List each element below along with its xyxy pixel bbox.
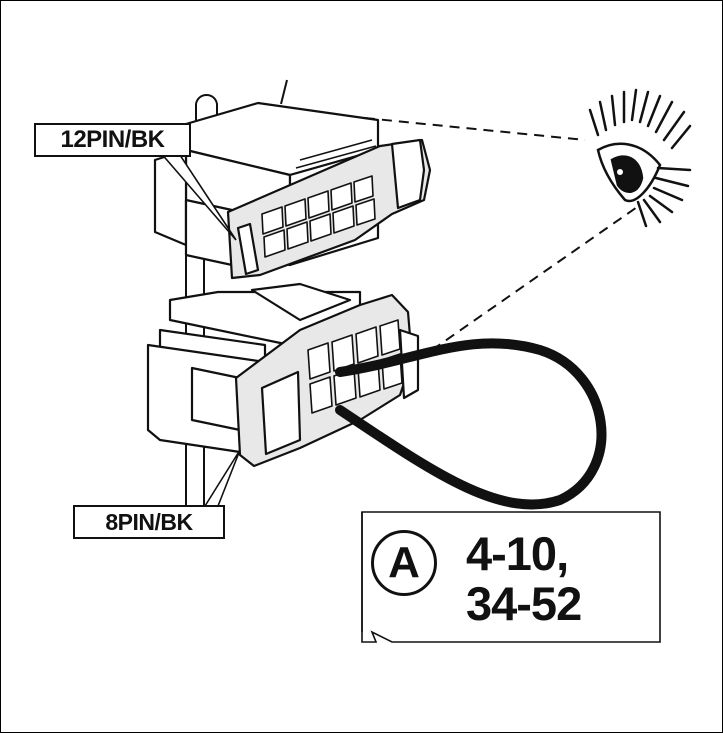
jumper-wire: [335, 338, 607, 510]
reference-callout-box: [361, 511, 661, 643]
reference-pages-line1: 4-10,: [466, 527, 569, 580]
connector-8pin: [146, 282, 420, 468]
reference-pages-line2: 34-52: [466, 577, 582, 630]
eye-icon: [588, 88, 692, 228]
view-lines: [364, 117, 641, 351]
reference-letter-circle: A: [371, 530, 437, 596]
connector-8pin-label: 8PIN/BK: [73, 505, 225, 539]
connector-12pin-label: 12PIN/BK: [34, 123, 191, 157]
pin-cavities-12: [261, 175, 376, 258]
pin-cavities-8: [307, 319, 403, 414]
